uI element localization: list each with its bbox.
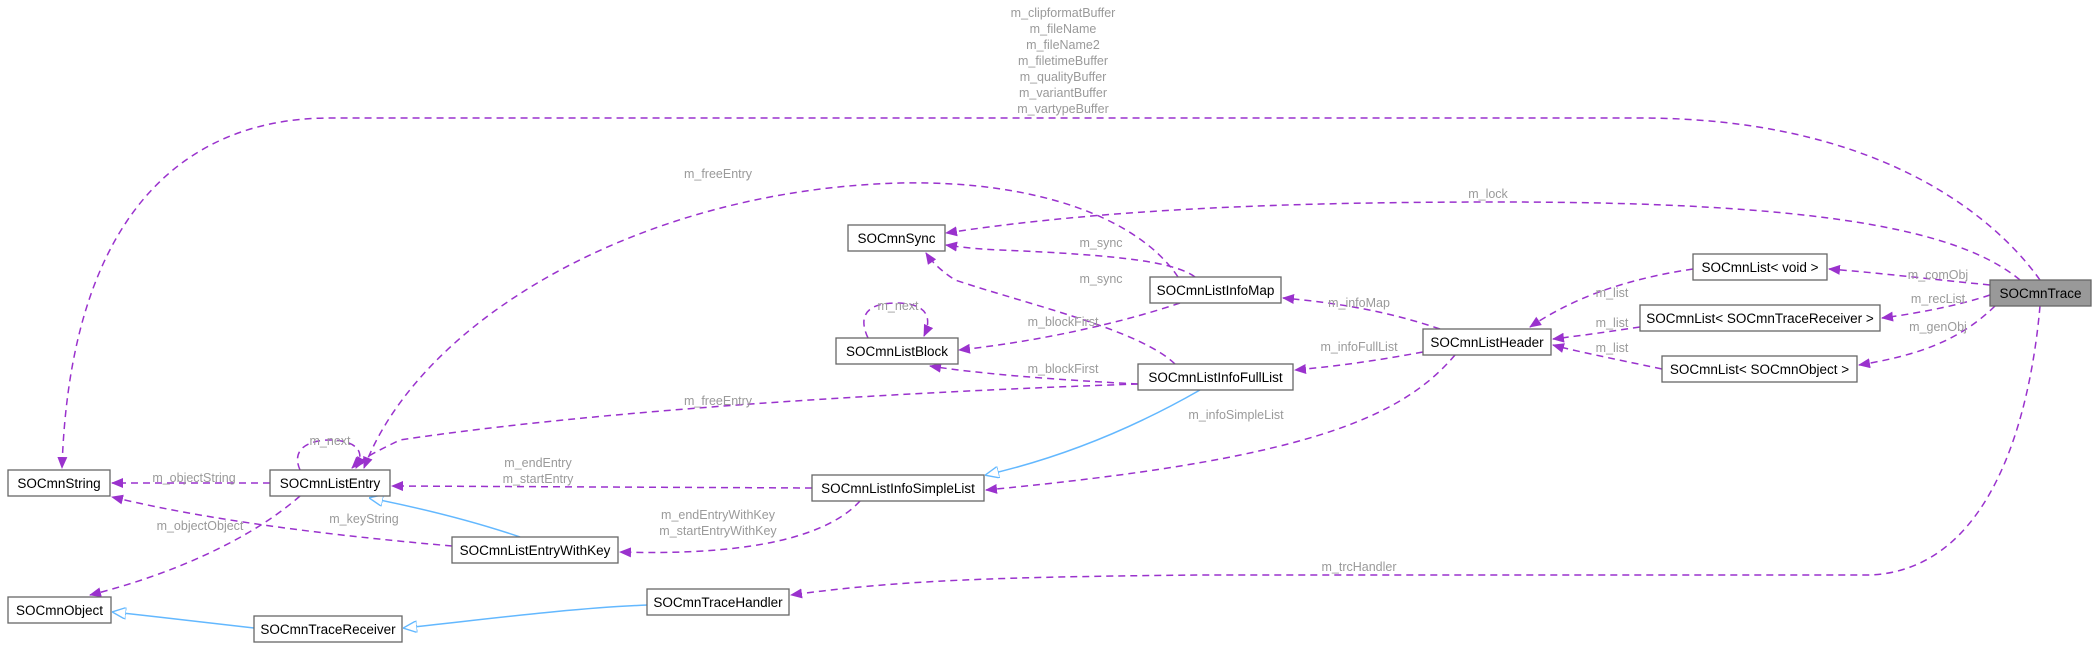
edge-listblock-self — [863, 302, 934, 339]
edge-listvoid-to-header — [1529, 268, 1694, 328]
edge-tracehandler-inherits-tracereceiver — [404, 604, 649, 628]
edge-label-end-entry-with-key: m_endEntryWithKey — [661, 508, 776, 522]
edge-label-end-entry: m_endEntry — [504, 456, 572, 470]
edge-infomap-to-listblock — [958, 302, 1181, 354]
edge-label-file-name: m_fileName — [1030, 22, 1097, 36]
edge-simplelist-to-withkey — [619, 500, 861, 558]
node-label: SOCmnTraceReceiver — [260, 622, 396, 637]
edge-label-file-name2: m_fileName2 — [1026, 38, 1100, 52]
edge-listentry-self — [296, 439, 366, 471]
edge-label-gen-obj: m_genObj — [1909, 320, 1967, 334]
node-label: SOCmnListEntry — [280, 476, 381, 491]
edge-label-start-entry-with-key: m_startEntryWithKey — [659, 524, 777, 538]
edge-label-list-void: m_list — [1596, 286, 1629, 300]
edge-label-block-first-fulllist: m_blockFirst — [1028, 362, 1099, 376]
edge-label-key-string: m_keyString — [329, 512, 399, 526]
edge-trace-to-listreceiver — [1881, 294, 1991, 322]
node-socmnlistinfofulllist[interactable]: SOCmnListInfoFullList — [1137, 363, 1294, 391]
edge-fulllist-to-listblock — [929, 362, 1139, 385]
edge-trace-to-listvoid — [1828, 264, 1991, 286]
node-socmnlistentry[interactable]: SOCmnListEntry — [269, 469, 391, 497]
edge-fulllist-to-sync — [925, 252, 1176, 365]
edge-label-list-object: m_list — [1596, 341, 1629, 355]
node-label: SOCmnListInfoFullList — [1148, 370, 1283, 385]
edge-trace-to-listobject — [1858, 305, 1996, 369]
node-label: SOCmnTrace — [1999, 286, 2081, 301]
edge-label-info-simple-list: m_infoSimpleList — [1188, 408, 1284, 422]
node-socmnlistentrywithkey[interactable]: SOCmnListEntryWithKey — [451, 536, 619, 564]
edge-header-to-simplelist — [985, 354, 1456, 494]
edge-label-sync-fulllist: m_sync — [1079, 272, 1122, 286]
edge-simplelist-to-listentry — [391, 481, 813, 492]
edge-listobject-to-header — [1552, 343, 1663, 370]
edge-listentry-to-object — [89, 495, 301, 598]
edge-label-vartype-buffer: m_vartypeBuffer — [1017, 102, 1108, 116]
node-socmntracereceiver[interactable]: SOCmnTraceReceiver — [253, 615, 403, 643]
edge-label-object-object: m_objectObject — [157, 519, 244, 533]
edge-withkey-inherits-listentry — [370, 498, 521, 538]
node-label: SOCmnTraceHandler — [653, 595, 783, 610]
node-label: SOCmnList< void > — [1701, 260, 1818, 275]
edge-header-to-fulllist — [1294, 351, 1424, 375]
edge-label-info-full-list: m_infoFullList — [1320, 340, 1398, 354]
edge-label-next-block: m_next — [878, 299, 920, 313]
edge-tracereceiver-inherits-object — [113, 612, 255, 629]
node-socmnlist-void[interactable]: SOCmnList< void > — [1692, 253, 1828, 281]
edge-label-variant-buffer: m_variantBuffer — [1019, 86, 1107, 100]
node-label: SOCmnListHeader — [1430, 335, 1544, 350]
edge-label-com-obj: m_comObj — [1908, 268, 1968, 282]
edge-trace-to-string — [57, 117, 2041, 469]
edge-label-list-receiver: m_list — [1596, 316, 1629, 330]
edges-layer — [57, 117, 2041, 629]
node-label: SOCmnObject — [16, 603, 103, 618]
node-socmnlist-tracereceiver[interactable]: SOCmnList< SOCmnTraceReceiver > — [1639, 304, 1881, 332]
node-socmnsync[interactable]: SOCmnSync — [847, 224, 946, 252]
edge-label-block-first-map: m_blockFirst — [1028, 315, 1099, 329]
node-socmnlistinfomap[interactable]: SOCmnListInfoMap — [1149, 276, 1282, 304]
edge-label-sync-map: m_sync — [1079, 236, 1122, 250]
edge-withkey-to-string — [111, 494, 453, 547]
edge-label-quality-buffer: m_qualityBuffer — [1020, 70, 1107, 84]
node-label: SOCmnListEntryWithKey — [460, 543, 611, 558]
edge-labels-layer: m_clipformatBuffer m_fileName m_fileName… — [152, 6, 1968, 574]
edge-fulllist-to-listentry — [351, 383, 1139, 469]
edge-label-trc-handler: m_trcHandler — [1321, 560, 1396, 574]
edge-label-lock: m_lock — [1468, 187, 1508, 201]
edge-infomap-to-sync — [945, 241, 1196, 278]
edge-header-to-infomap — [1282, 293, 1441, 330]
edge-trace-to-tracehandler — [790, 305, 2041, 599]
edge-label-rec-list: m_recList — [1911, 292, 1966, 306]
edge-label-info-map: m_infoMap — [1328, 296, 1390, 310]
edge-label-filetime-buffer: m_filetimeBuffer — [1018, 54, 1108, 68]
node-label: SOCmnSync — [857, 231, 935, 246]
node-label: SOCmnListInfoMap — [1157, 283, 1275, 298]
node-label: SOCmnList< SOCmnTraceReceiver > — [1646, 311, 1874, 326]
node-socmnlist-object[interactable]: SOCmnList< SOCmnObject > — [1661, 355, 1858, 383]
node-socmnlistinfosimplelist[interactable]: SOCmnListInfoSimpleList — [811, 474, 985, 502]
node-socmnstring[interactable]: SOCmnString — [7, 469, 111, 497]
node-label: SOCmnString — [17, 476, 100, 491]
edge-trace-to-sync — [945, 201, 2021, 281]
edge-listreceiver-to-header — [1552, 326, 1641, 343]
node-label: SOCmnListInfoSimpleList — [821, 481, 975, 496]
node-socmntracehandler[interactable]: SOCmnTraceHandler — [646, 588, 790, 616]
node-socmnlistheader[interactable]: SOCmnListHeader — [1422, 328, 1552, 356]
nodes-layer: SOCmnTrace SOCmnString SOCmnSync SOCmnLi… — [7, 224, 2092, 643]
edge-label-object-string: m_objectString — [152, 471, 235, 485]
node-socmnlistblock[interactable]: SOCmnListBlock — [835, 337, 959, 365]
edge-label-next-entry: m_next — [310, 434, 352, 448]
node-label: SOCmnListBlock — [846, 344, 948, 359]
node-socmnobject[interactable]: SOCmnObject — [7, 596, 112, 624]
edge-label-free-entry-map: m_freeEntry — [684, 167, 753, 181]
node-socmntrace[interactable]: SOCmnTrace — [1989, 279, 2092, 307]
edge-label-free-entry-fulllist: m_freeEntry — [684, 394, 753, 408]
edge-fulllist-inherits-simplelist — [986, 389, 1201, 475]
edge-label-clipformat-buffer: m_clipformatBuffer — [1011, 6, 1116, 20]
node-label: SOCmnList< SOCmnObject > — [1670, 362, 1849, 377]
edge-label-start-entry: m_startEntry — [503, 472, 575, 486]
